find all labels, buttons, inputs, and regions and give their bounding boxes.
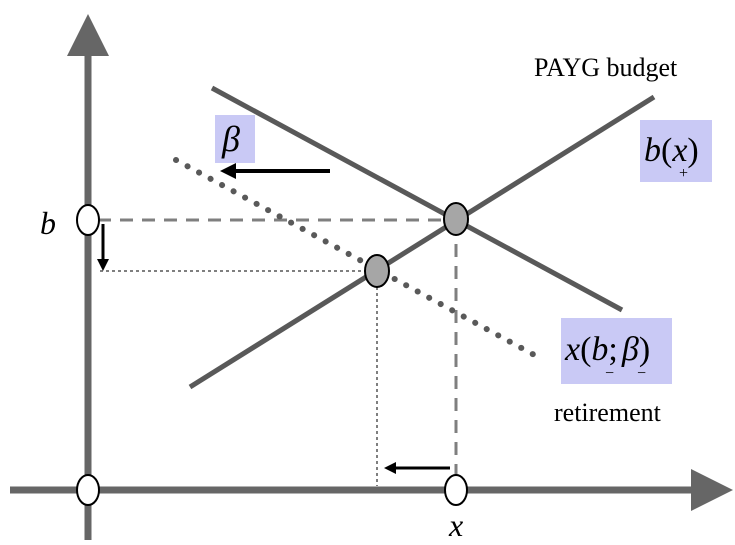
payg-budget-line — [188, 94, 656, 390]
xb-function-label: x(b;β) — [564, 331, 650, 368]
axis-b-label: b — [40, 205, 56, 241]
equilibrium-point — [443, 202, 469, 236]
bx-label-bg — [640, 120, 712, 182]
axis-x-label: x — [448, 507, 463, 543]
xb-sign-b: − — [605, 365, 614, 382]
beta-label-bg — [215, 115, 255, 163]
xb-label-bg — [561, 318, 672, 384]
retirement-line — [210, 85, 624, 313]
origin-marker — [76, 474, 100, 506]
payg-budget-label: PAYG budget — [534, 53, 678, 82]
bx-function-label: b(x) — [644, 132, 699, 169]
new-equilibrium-point — [364, 254, 390, 288]
bx-sign: + — [679, 165, 688, 182]
retirement-label: retirement — [554, 398, 662, 427]
beta-label: β — [221, 119, 240, 159]
shifted-retirement-line — [173, 157, 541, 360]
xb-sign-beta: − — [637, 365, 646, 382]
x-axis-marker — [444, 474, 468, 506]
b-axis-marker — [76, 204, 100, 236]
